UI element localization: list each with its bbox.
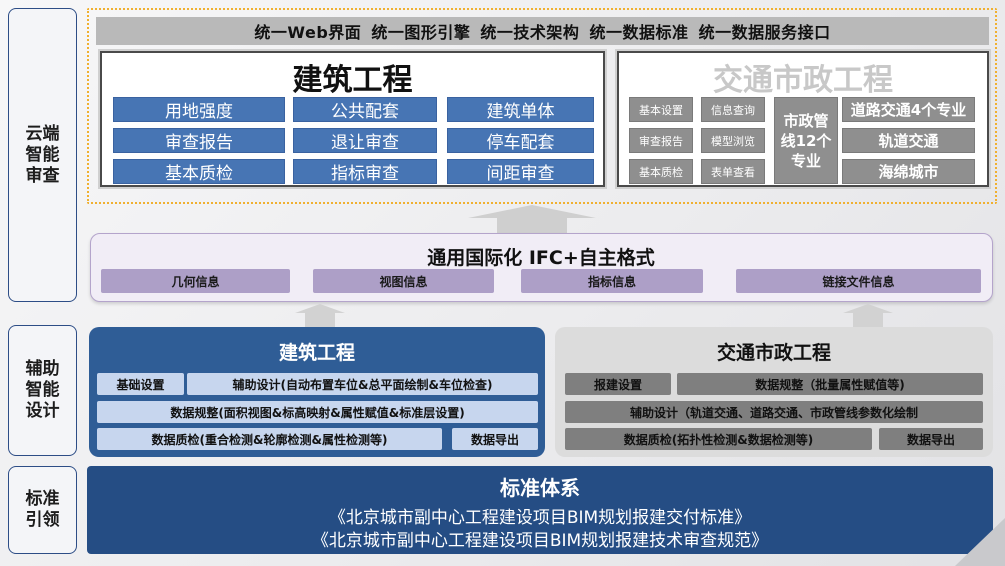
- standards-title: 标准体系: [500, 475, 580, 500]
- traffic-item-rail-transit[interactable]: 轨道交通: [842, 128, 975, 153]
- standards-line-delivery: 《北京城市副中心工程建设项目BIM规划报建交付标准》: [328, 507, 752, 528]
- ifc-title: 通用国际化 IFC+自主格式: [427, 246, 655, 269]
- arch-item-basic-qc[interactable]: 基本质检: [113, 159, 285, 184]
- cloud-review-frame: [87, 8, 997, 204]
- side-label-aux-design: 辅助 智能 设计: [8, 325, 77, 456]
- ifc-format-box: 通用国际化 IFC+自主格式 几何信息 视图信息 指标信息 链接文件信息: [90, 233, 993, 302]
- ifc-item-linked-files[interactable]: 链接文件信息: [736, 269, 981, 293]
- traffic-item-basic-qc[interactable]: 基本质检: [629, 159, 693, 184]
- aux-arch-aux-design[interactable]: 辅助设计(自动布置车位&总平面绘制&车位检查): [187, 373, 538, 395]
- traffic-item-info-query[interactable]: 信息查询: [701, 97, 765, 122]
- corner-decoration-icon: [955, 518, 1005, 566]
- arch-item-spacing-review[interactable]: 间距审查: [447, 159, 594, 184]
- aux-traffic-data-qc[interactable]: 数据质检(拓扑性检测&数据检测等): [565, 428, 872, 450]
- aux-traffic-aux-design[interactable]: 辅助设计（轨道交通、道路交通、市政管线参数化绘制: [565, 401, 983, 423]
- arch-review-title: 建筑工程: [292, 63, 413, 98]
- aux-traffic-title: 交通市政工程: [716, 341, 831, 364]
- aux-traffic-submission-settings[interactable]: 报建设置: [565, 373, 671, 395]
- aux-arch-data-normalize[interactable]: 数据规整(面积视图&标高映射&属性赋值&标准层设置): [97, 401, 538, 423]
- arch-review-panel: 建筑工程 用地强度 公共配套 建筑单体 审查报告 退让审查 停车配套 基本质检 …: [100, 51, 605, 187]
- up-arrow-body: [497, 216, 567, 233]
- traffic-item-municipal-pipeline[interactable]: 市政管 线12个 专业: [774, 97, 838, 184]
- aux-traffic-data-export[interactable]: 数据导出: [879, 428, 983, 450]
- traffic-review-panel: 交通市政工程 基本设置 信息查询 审查报告 模型浏览 基本质检 表单查看 市政管…: [617, 51, 989, 187]
- traffic-item-form-view[interactable]: 表单查看: [701, 159, 765, 184]
- up-arrow-left-body: [305, 312, 335, 327]
- arch-item-index-review[interactable]: 指标审查: [293, 159, 437, 184]
- traffic-item-basic-settings[interactable]: 基本设置: [629, 97, 693, 122]
- standards-box: 标准体系 《北京城市副中心工程建设项目BIM规划报建交付标准》 《北京城市副中心…: [87, 466, 993, 554]
- aux-arch-panel: 建筑工程 基础设置 辅助设计(自动布置车位&总平面绘制&车位检查) 数据规整(面…: [89, 327, 545, 457]
- ifc-item-view[interactable]: 视图信息: [313, 269, 494, 293]
- aux-arch-basic-settings[interactable]: 基础设置: [97, 373, 184, 395]
- side-label-standards: 标准 引领: [8, 466, 77, 554]
- traffic-item-review-report[interactable]: 审查报告: [629, 128, 693, 153]
- arch-item-building-unit[interactable]: 建筑单体: [447, 97, 594, 122]
- aux-arch-data-qc[interactable]: 数据质检(重合检测&轮廓检测&属性检测等): [97, 428, 442, 450]
- arch-item-review-report[interactable]: 审查报告: [113, 128, 285, 153]
- ifc-item-index[interactable]: 指标信息: [521, 269, 703, 293]
- arch-item-public-facilities[interactable]: 公共配套: [293, 97, 437, 122]
- traffic-review-title: 交通市政工程: [713, 63, 893, 98]
- aux-arch-data-export[interactable]: 数据导出: [452, 428, 538, 450]
- traffic-item-model-browse[interactable]: 模型浏览: [701, 128, 765, 153]
- ifc-item-geometry[interactable]: 几何信息: [101, 269, 290, 293]
- up-arrow-icon: [468, 205, 596, 218]
- unified-platform-bar: 统一Web界面 统一图形引擎 统一技术架构 统一数据标准 统一数据服务接口: [96, 17, 989, 45]
- up-arrow-left-icon: [295, 304, 345, 313]
- standards-line-review: 《北京城市副中心工程建设项目BIM规划报建技术审查规范》: [311, 530, 769, 551]
- arch-item-parking[interactable]: 停车配套: [447, 128, 594, 153]
- up-arrow-right-body: [853, 312, 883, 327]
- arch-item-land-intensity[interactable]: 用地强度: [113, 97, 285, 122]
- side-label-cloud-review: 云端 智能 审查: [8, 8, 77, 302]
- arch-item-setback-review[interactable]: 退让审查: [293, 128, 437, 153]
- traffic-item-sponge-city[interactable]: 海绵城市: [842, 159, 975, 184]
- traffic-item-road-traffic[interactable]: 道路交通4个专业: [842, 97, 975, 122]
- aux-arch-title: 建筑工程: [278, 341, 355, 364]
- up-arrow-right-icon: [843, 304, 893, 313]
- aux-traffic-panel: 交通市政工程 报建设置 数据规整（批量属性赋值等) 辅助设计（轨道交通、道路交通…: [555, 327, 993, 457]
- aux-traffic-data-normalize[interactable]: 数据规整（批量属性赋值等): [677, 373, 983, 395]
